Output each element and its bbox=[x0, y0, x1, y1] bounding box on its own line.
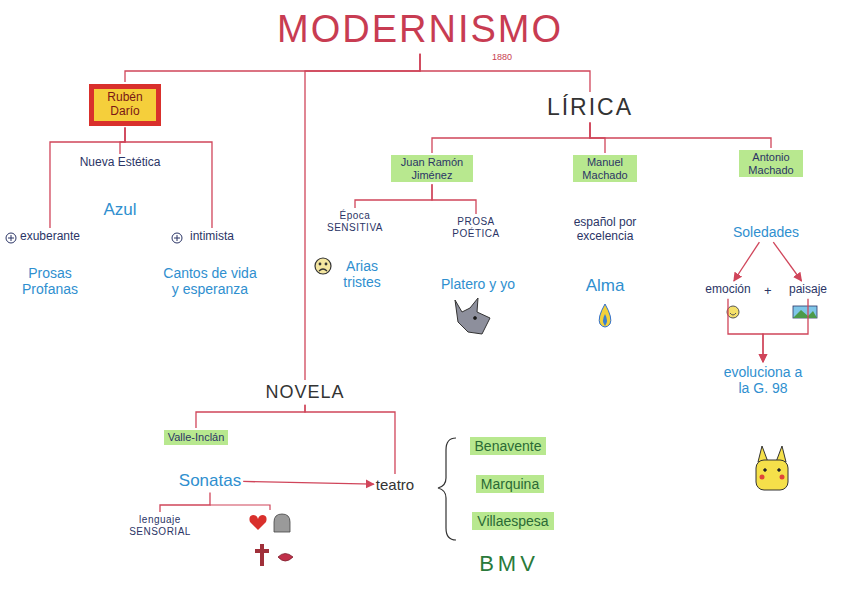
node-text: intimista bbox=[190, 230, 234, 244]
smiley bbox=[727, 306, 739, 318]
work-title: Arias tristes bbox=[332, 258, 392, 290]
genre-heading: NOVELA bbox=[265, 382, 344, 403]
node-text: Platero y yo bbox=[441, 276, 515, 292]
author-highlight: Villaespesa bbox=[472, 512, 553, 530]
node-text: emoción bbox=[705, 283, 750, 297]
branch-line bbox=[210, 505, 270, 510]
work-title: Alma bbox=[586, 276, 625, 296]
author-box: Rubén Darío bbox=[89, 84, 161, 126]
connector bbox=[120, 128, 125, 154]
concept-node: paisaje bbox=[789, 283, 827, 297]
work-title: Soledades bbox=[733, 224, 799, 240]
connector bbox=[763, 299, 808, 362]
connector bbox=[196, 405, 305, 428]
connector bbox=[125, 54, 420, 82]
genre-node: teatro bbox=[376, 476, 414, 493]
node-text: Rubén Darío bbox=[97, 91, 153, 119]
work-title: Azul bbox=[103, 200, 136, 220]
concept-node: evoluciona a la G. 98 bbox=[722, 364, 804, 396]
genre-heading: LÍRICA bbox=[547, 94, 633, 120]
node-text: evoluciona a la G. 98 bbox=[722, 364, 804, 396]
node-text: lenguaje SENSORIAL bbox=[119, 514, 201, 537]
node-text: Valle-Inclán bbox=[168, 431, 225, 444]
node-text: Alma bbox=[586, 276, 625, 296]
node-text: BMV bbox=[479, 551, 539, 576]
author-highlight: Valle-Inclán bbox=[164, 430, 229, 445]
connector bbox=[590, 122, 771, 148]
node-text: Villaespesa bbox=[477, 513, 548, 529]
connector bbox=[728, 299, 763, 362]
connector bbox=[432, 122, 590, 153]
work-title: Sonatas bbox=[179, 471, 241, 491]
period-node: Época SENSITIVA bbox=[324, 210, 386, 233]
connector bbox=[305, 405, 395, 474]
node-text: Cantos de vida y esperanza bbox=[162, 265, 258, 297]
brace bbox=[438, 438, 456, 540]
node-text: Azul bbox=[103, 200, 136, 220]
node-text: Benavente bbox=[475, 438, 542, 454]
acronym: BMV bbox=[479, 551, 539, 576]
node-text: Juan Ramón Jiménez bbox=[395, 156, 469, 181]
donkey-head bbox=[455, 298, 490, 334]
connector bbox=[125, 128, 212, 228]
node-text: Marquina bbox=[481, 476, 539, 492]
concept-node: emoción bbox=[705, 283, 750, 297]
concept-node: español por excelencia bbox=[559, 216, 651, 244]
concept-node: Nueva Estética bbox=[80, 156, 161, 170]
connector bbox=[773, 242, 801, 281]
period-node: PROSA POÉTICA bbox=[444, 216, 508, 239]
concept-node: lenguaje SENSORIAL bbox=[119, 514, 201, 537]
connector bbox=[432, 184, 476, 214]
node-text: Arias tristes bbox=[332, 258, 392, 290]
node-text: exuberante bbox=[20, 230, 80, 244]
connector bbox=[355, 184, 432, 208]
author-highlight: Manuel Machado bbox=[573, 155, 637, 182]
trait-node: intimista bbox=[190, 230, 234, 244]
node-text: NOVELA bbox=[265, 382, 344, 403]
node-text: Antonio Machado bbox=[743, 151, 799, 176]
node-text: Soledades bbox=[733, 224, 799, 240]
author-highlight: Marquina bbox=[476, 475, 544, 493]
plus-sign: + bbox=[764, 283, 772, 298]
yellow-character bbox=[756, 446, 788, 490]
node-text: MODERNISMO bbox=[277, 8, 563, 52]
work-title: Cantos de vida y esperanza bbox=[162, 265, 258, 297]
node-text: Nueva Estética bbox=[80, 156, 161, 170]
sensory-icons bbox=[249, 514, 293, 566]
author-highlight: Juan Ramón Jiménez bbox=[391, 155, 473, 182]
author-highlight: Antonio Machado bbox=[739, 150, 803, 177]
year-label: 1880 bbox=[492, 52, 512, 62]
node-text: Prosas Profanas bbox=[10, 265, 90, 297]
connector bbox=[734, 242, 760, 281]
node-text: Sonatas bbox=[179, 471, 241, 491]
landscape bbox=[793, 306, 817, 318]
author-highlight: Benavente bbox=[470, 437, 547, 455]
work-title: Platero y yo bbox=[441, 276, 515, 292]
node-text: teatro bbox=[376, 476, 414, 493]
node-text: Época SENSITIVA bbox=[324, 210, 386, 233]
connector bbox=[305, 54, 420, 380]
node-text: Manuel Machado bbox=[577, 156, 633, 181]
trait-node: exuberante bbox=[20, 230, 80, 244]
heading-node: MODERNISMO bbox=[277, 8, 563, 52]
soul-flame bbox=[599, 304, 611, 327]
node-text: LÍRICA bbox=[547, 94, 633, 120]
connector bbox=[243, 481, 374, 484]
node-text: PROSA POÉTICA bbox=[444, 216, 508, 239]
connector bbox=[160, 493, 210, 512]
node-text: español por excelencia bbox=[559, 216, 651, 244]
work-title: Prosas Profanas bbox=[10, 265, 90, 297]
sad-face bbox=[315, 258, 331, 274]
node-text: paisaje bbox=[789, 283, 827, 297]
